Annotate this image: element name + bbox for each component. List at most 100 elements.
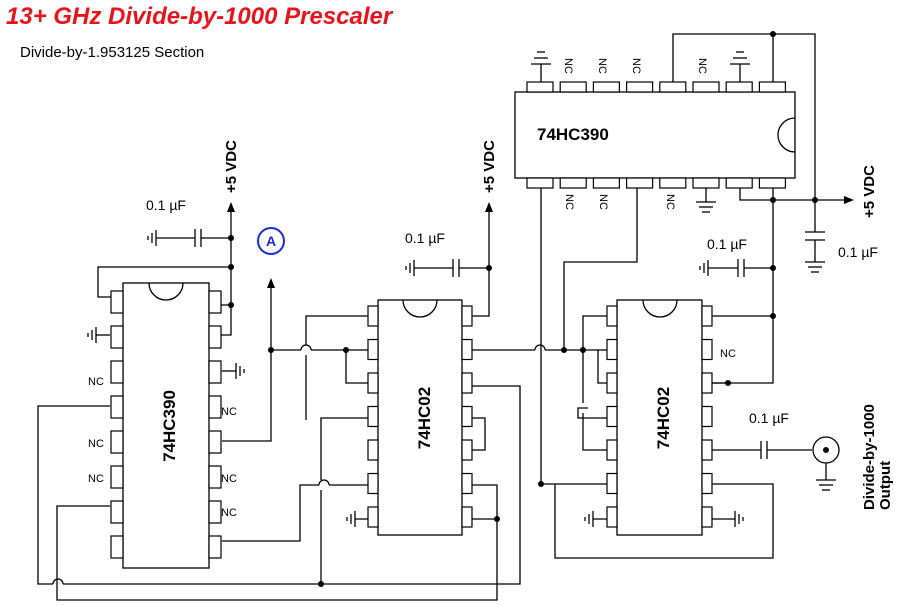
chip-pin	[559, 81, 587, 93]
chip-pin	[606, 338, 618, 361]
chip-pin	[367, 506, 379, 528]
nc-label: NC	[562, 58, 574, 74]
chip-pin	[208, 325, 222, 349]
chip-pin	[625, 81, 654, 93]
capacitor-label-top: 0.1 µF	[838, 244, 878, 260]
chip-pin	[526, 177, 554, 189]
nc-label: NC	[696, 58, 708, 74]
nc-label: NC	[563, 194, 575, 210]
chip-pin	[692, 177, 720, 189]
chip-pin	[701, 506, 713, 528]
nc-label: NC	[221, 473, 237, 485]
nc-label: NC	[221, 406, 237, 418]
chip-pin	[367, 472, 379, 495]
chip-pin	[367, 305, 379, 327]
chip-pin	[208, 535, 222, 559]
output-label-line1: Divide-by-1000	[861, 404, 878, 510]
chip-pin	[461, 439, 473, 461]
chip-pin	[461, 405, 473, 428]
chip-pin	[110, 430, 124, 454]
chip-pin	[659, 177, 687, 189]
chip-pin	[606, 439, 618, 461]
nc-label: NC	[88, 438, 104, 450]
chip-pin	[110, 290, 124, 314]
chip-pin	[208, 395, 222, 419]
chip-pin	[725, 81, 753, 93]
supply-label-left: +5 VDC	[223, 140, 240, 193]
probe-label: A	[266, 233, 276, 249]
capacitor-label-right: 0.1 µF	[707, 236, 747, 252]
chip-pin	[625, 177, 654, 189]
nc-label: NC	[664, 194, 676, 210]
chip-pin	[692, 81, 720, 93]
chip-middle-74hc02: 74HC02	[377, 299, 463, 536]
nc-label: NC	[597, 194, 609, 210]
chip-pin	[701, 372, 713, 394]
chip-pin	[110, 325, 124, 349]
chip-label-middle-gate: 74HC02	[415, 387, 434, 449]
chip-pin	[526, 81, 554, 93]
chip-pin	[606, 405, 618, 428]
chip-pin	[367, 439, 379, 461]
nc-label: NC	[596, 58, 608, 74]
chip-pin	[208, 430, 222, 454]
chip-pin	[559, 177, 587, 189]
chip-pin	[461, 506, 473, 528]
probe-point-a: A	[257, 227, 285, 255]
chip-pin	[659, 81, 687, 93]
chip-pin	[110, 395, 124, 419]
chip-label-top-counter: 74HC390	[537, 125, 609, 144]
supply-label-right: +5 VDC	[861, 165, 878, 218]
chip-right-74hc02: 74HC02	[616, 299, 703, 536]
chip-pin	[110, 500, 124, 524]
chip-pin	[592, 177, 621, 189]
chip-pin	[606, 506, 618, 528]
chip-pin	[592, 81, 621, 93]
chip-pin	[461, 338, 473, 361]
chip-pin	[701, 305, 713, 327]
chip-pin	[367, 338, 379, 361]
nc-label: NC	[88, 376, 104, 388]
chip-label-left-counter: 74HC390	[160, 390, 179, 462]
nc-label: NC	[630, 58, 642, 74]
chip-pin	[758, 81, 787, 93]
chip-pin	[461, 305, 473, 327]
chip-pin	[606, 372, 618, 394]
capacitor-label-middle: 0.1 µF	[405, 230, 445, 246]
chip-pin	[110, 465, 124, 489]
nc-label: NC	[88, 473, 104, 485]
chip-pin	[701, 439, 713, 461]
chip-pin	[758, 177, 787, 189]
nc-label: NC	[221, 507, 237, 519]
supply-label-middle: +5 VDC	[481, 140, 498, 193]
chip-pin	[701, 472, 713, 495]
chip-pin	[208, 465, 222, 489]
chip-pin	[208, 290, 222, 314]
capacitor-label-output: 0.1 µF	[749, 410, 789, 426]
junction-dots	[228, 31, 818, 587]
chip-pin	[110, 360, 124, 384]
capacitor-label-left: 0.1 µF	[146, 197, 186, 213]
schematic-title: 13+ GHz Divide-by-1000 Prescaler	[6, 3, 394, 30]
chip-top-74hc390: 74HC390	[514, 91, 796, 179]
chip-pin	[606, 305, 618, 327]
nc-label: NC	[720, 348, 736, 360]
chip-pin	[208, 360, 222, 384]
chip-label-right-gate: 74HC02	[654, 387, 673, 449]
chip-pin	[208, 500, 222, 524]
schematic-subtitle: Divide-by-1.953125 Section	[20, 44, 204, 61]
chip-pin	[367, 405, 379, 428]
chip-pin	[367, 372, 379, 394]
chip-pin	[461, 372, 473, 394]
nc-labels: NC NC NC NC NC NC NC NC NC NC NC NC NC N…	[88, 58, 736, 519]
chip-pin	[110, 535, 124, 559]
chip-pin	[701, 338, 713, 361]
chip-left-74hc390: 74HC390	[122, 282, 210, 569]
chip-pin	[725, 177, 753, 189]
chip-pin	[606, 472, 618, 495]
chip-pin	[461, 472, 473, 495]
chip-pin	[701, 405, 713, 428]
output-label-line2: Output	[877, 461, 894, 510]
